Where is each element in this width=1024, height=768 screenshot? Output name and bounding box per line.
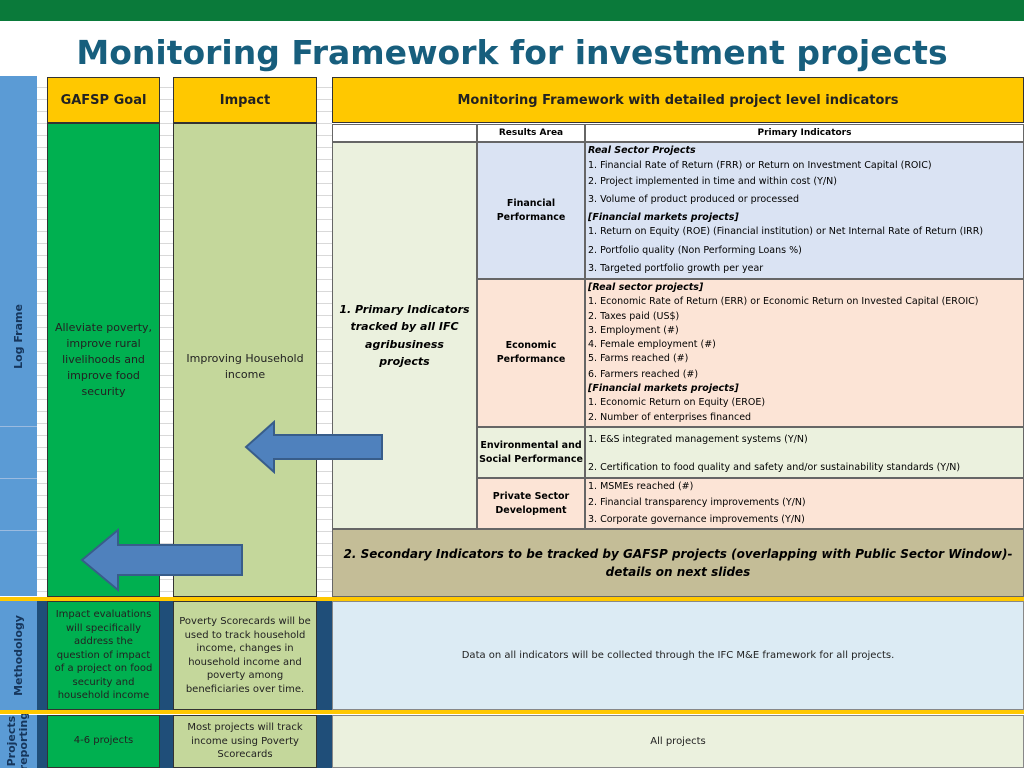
sidebar-methodology	[0, 601, 37, 710]
indicator-line: 1. E&S integrated management systems (Y/…	[588, 434, 808, 445]
indicator-line: Real Sector Projects	[588, 145, 696, 156]
methodology-impact: Poverty Scorecards will be used to track…	[173, 601, 317, 710]
results-area-financial: Financial Performance	[477, 142, 585, 279]
reporting-goal: 4-6 projects	[47, 715, 160, 768]
private-sector-indicators: 1. MSMEs reached (#) 2. Financial transp…	[585, 478, 1024, 529]
impact-column	[173, 123, 317, 597]
financial-indicators: Real Sector Projects 1. Financial Rate o…	[585, 142, 1024, 279]
indicator-line: 1. Financial Rate of Return (FRR) or Ret…	[588, 160, 932, 171]
indicator-line: 3. Employment (#)	[588, 325, 679, 336]
blank-header-cell	[332, 124, 477, 142]
goal-text: Alleviate poverty, improve rural livelih…	[54, 321, 153, 398]
reporting-impact: Most projects will track income using Po…	[173, 715, 317, 768]
impact-text: Improving Household income	[186, 352, 304, 381]
indicator-line: 3. Volume of product produced or process…	[588, 194, 799, 205]
results-area-economic: Economic Performance	[477, 279, 585, 427]
indicator-line: 2. Financial transparency improvements (…	[588, 497, 806, 508]
indicator-line: 6. Farmers reached (#)	[588, 369, 699, 380]
primary-indicators-header: Primary Indicators	[585, 124, 1024, 142]
grid-gap	[37, 76, 47, 596]
indicator-line: 1. Return on Equity (ROE) (Financial ins…	[588, 226, 984, 237]
header-impact: Impact	[173, 77, 317, 123]
top-bar	[0, 0, 1024, 21]
methodology-label: Methodology	[12, 615, 26, 696]
indicator-line: 2. Number of enterprises financed	[588, 412, 752, 423]
indicator-line: 1. Economic Return on Equity (EROE)	[588, 397, 766, 408]
sidebar-log-frame	[0, 76, 37, 596]
methodology-goal: Impact evaluations will specifically add…	[47, 601, 160, 710]
indicator-line: 2. Certification to food quality and saf…	[588, 462, 961, 473]
header-monitoring-framework: Monitoring Framework with detailed proje…	[332, 77, 1024, 123]
page-title: Monitoring Framework for investment proj…	[76, 32, 948, 72]
indicator-line: [Financial markets projects]	[588, 212, 739, 223]
results-area-environmental: Environmental and Social Performance	[477, 427, 585, 478]
grid-gap	[160, 76, 173, 596]
sidebar-reporting	[0, 715, 37, 768]
left-arrow-icon	[80, 528, 243, 592]
indicator-line: [Real sector projects]	[588, 282, 704, 293]
header-gafsp-goal: GAFSP Goal	[47, 77, 160, 123]
section-divider	[0, 597, 1024, 601]
indicator-line: 3. Corporate governance improvements (Y/…	[588, 514, 805, 525]
section-divider	[0, 710, 1024, 714]
secondary-indicators: 2. Secondary Indicators to be tracked by…	[332, 529, 1024, 597]
indicator-line: 3. Targeted portfolio growth per year	[588, 263, 764, 274]
indicator-line: 2. Taxes paid (US$)	[588, 311, 680, 322]
environmental-indicators: 1. E&S integrated management systems (Y/…	[585, 427, 1024, 478]
results-area-private-sector: Private Sector Development	[477, 478, 585, 529]
left-arrow-icon	[244, 420, 383, 474]
indicator-line: 2. Portfolio quality (Non Performing Loa…	[588, 245, 802, 256]
results-area-header: Results Area	[477, 124, 585, 142]
primary-indicators-label: 1. Primary Indicators tracked by all IFC…	[332, 142, 477, 529]
grid-gap	[317, 76, 332, 596]
reporting-monitoring: All projects	[332, 715, 1024, 768]
economic-indicators: [Real sector projects] 1. Economic Rate …	[585, 279, 1024, 427]
indicator-line: 1. MSMEs reached (#)	[588, 481, 694, 492]
indicator-line: 4. Female employment (#)	[588, 339, 716, 350]
goal-column	[47, 123, 160, 597]
log-frame-label: Log Frame	[12, 303, 26, 369]
indicator-line: 2. Project implemented in time and withi…	[588, 176, 837, 187]
indicator-line: 1. Economic Rate of Return (ERR) or Econ…	[588, 296, 979, 307]
indicator-line: [Financial markets projects]	[588, 383, 739, 394]
methodology-monitoring: Data on all indicators will be collected…	[332, 601, 1024, 710]
indicator-line: 5. Farms reached (#)	[588, 353, 689, 364]
